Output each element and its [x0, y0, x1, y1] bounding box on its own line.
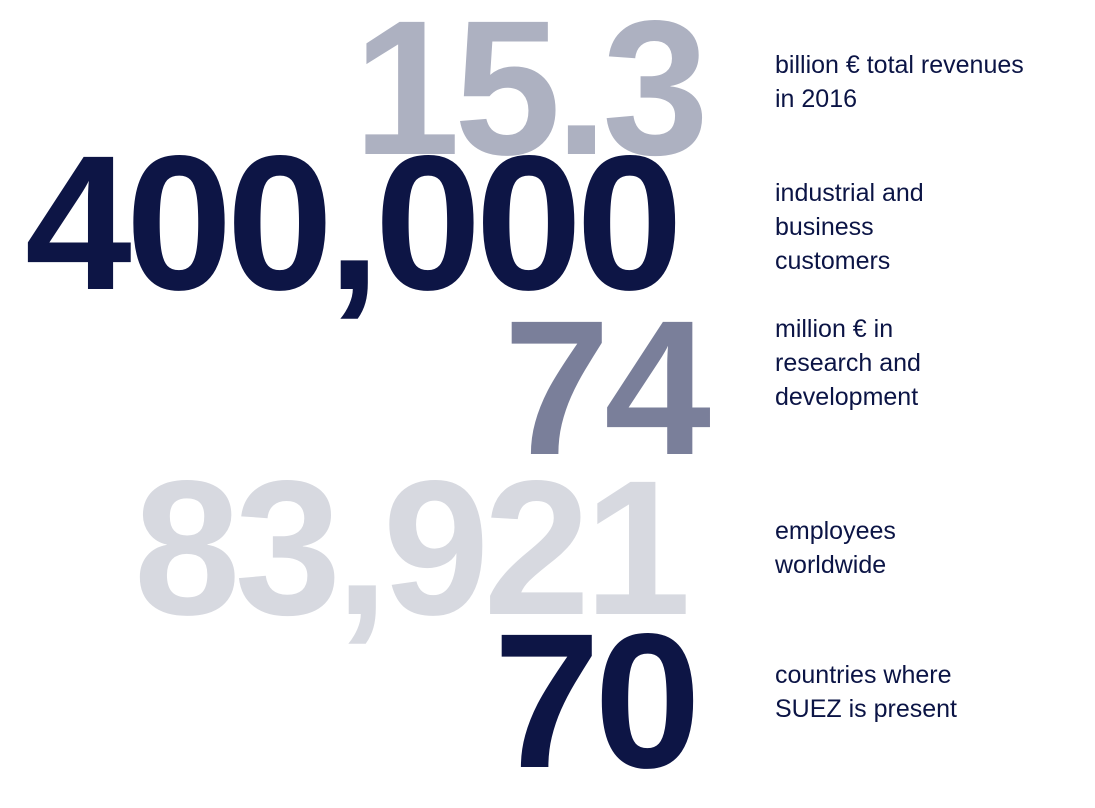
stat-description: industrial and business customers [775, 179, 924, 275]
stat-number: 15.3 [353, 0, 709, 195]
stat-number: 83,921 [133, 440, 691, 655]
stat-number: 74 [503, 280, 711, 495]
stat-description: billion € total revenues in 2016 [775, 51, 1024, 113]
stat-description: countries where SUEZ is present [775, 661, 958, 723]
stat-number: 400,000 [24, 115, 683, 330]
stat-description: million € in research and development [775, 315, 921, 411]
stat-description: employees worldwide [775, 517, 896, 579]
stat-number: 70 [493, 593, 701, 808]
